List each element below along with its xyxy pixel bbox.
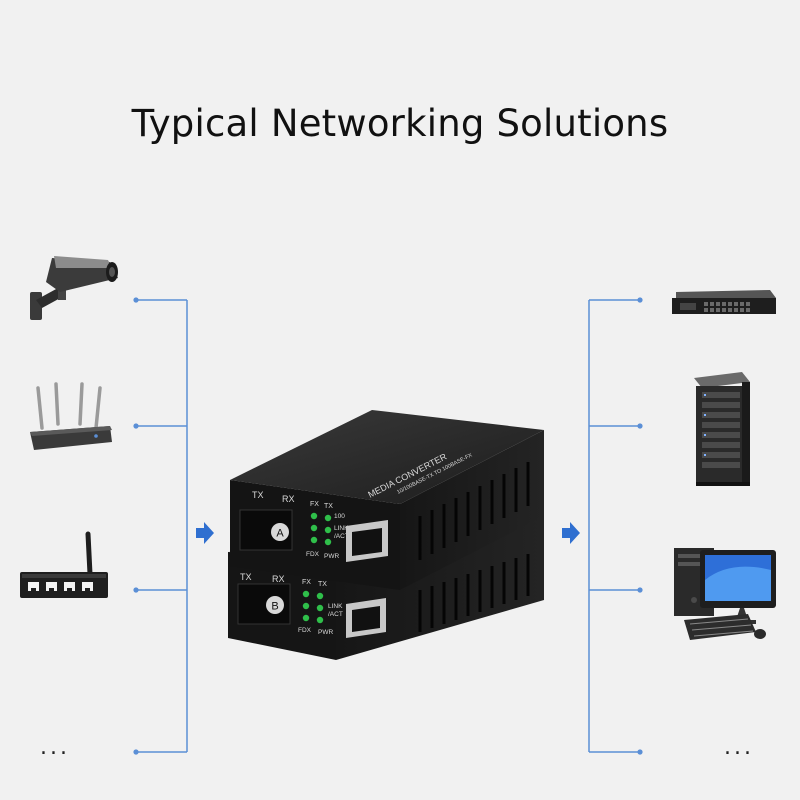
rx-label-a: RX: [282, 494, 295, 504]
vent-slots-a: [418, 462, 530, 560]
status-leds-b: [302, 590, 324, 624]
wifi-router-icon: [30, 382, 112, 450]
led-fdx-label-b: FDX: [298, 627, 312, 634]
left-dot-4: [133, 749, 139, 755]
right-dot-2: [637, 423, 643, 429]
right-arrow-icon: [562, 522, 580, 544]
desktop-computer-icon: [674, 548, 776, 640]
left-dot-1: [133, 297, 139, 303]
rj45-port-a[interactable]: [346, 520, 388, 562]
left-dot-2: [133, 423, 139, 429]
rj45-port-b[interactable]: [346, 598, 386, 638]
rack-switch-icon: [672, 290, 776, 314]
led-link-label-b: LINK: [328, 603, 343, 610]
vent-slots-b: [418, 554, 530, 632]
security-camera-icon: [30, 256, 118, 320]
right-dot-4: [637, 749, 643, 755]
network-switch-icon: [20, 531, 108, 598]
left-more-ellipsis: ...: [40, 735, 70, 760]
led-pwr-label-a: PWR: [324, 553, 339, 560]
right-dot-1: [637, 297, 643, 303]
rx-label-b: RX: [272, 574, 285, 584]
right-connector: [588, 299, 640, 753]
port-label-badge-b: [266, 596, 284, 614]
left-arrow-icon: [196, 522, 214, 544]
led-fdx-label-a: FDX: [306, 551, 320, 558]
tx-label-a: TX: [252, 490, 264, 500]
led-tx-label-b: TX: [318, 581, 327, 588]
server-cabinet-icon: [694, 372, 750, 486]
led-pwr-label-b: PWR: [318, 629, 333, 636]
left-dot-3: [133, 587, 139, 593]
led-act-label-a: /ACT: [334, 533, 349, 540]
led-100-label-a: 100: [334, 513, 345, 520]
led-act-label-b: /ACT: [328, 611, 343, 618]
led-fx-label-b: FX: [302, 579, 311, 586]
port-label-b: B: [271, 601, 278, 613]
status-leds-a: [310, 512, 332, 546]
right-more-ellipsis: ...: [724, 735, 754, 760]
led-tx-label-a: TX: [324, 503, 333, 510]
page-title: Typical Networking Solutions: [131, 102, 669, 145]
media-converter-a: MEDIA CONVERTER 10/100BASE-TX TO 100BASE…: [230, 410, 544, 590]
right-dot-3: [637, 587, 643, 593]
left-connector: [136, 299, 188, 753]
tx-label-b: TX: [240, 572, 252, 582]
port-label-a: A: [276, 528, 284, 540]
port-label-badge-a: [271, 523, 289, 541]
led-fx-label-a: FX: [310, 501, 319, 508]
led-link-label-a: LINK: [334, 525, 349, 532]
